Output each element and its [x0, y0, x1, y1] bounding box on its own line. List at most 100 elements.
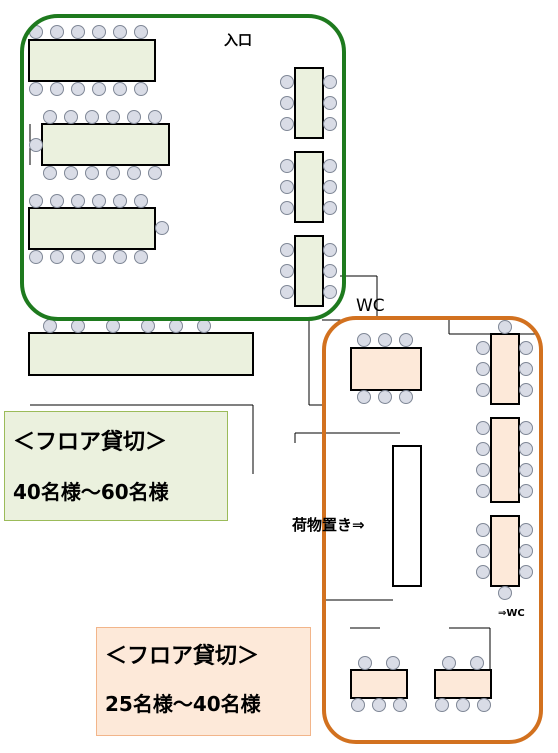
chair: [134, 250, 148, 264]
table: [41, 123, 170, 166]
chair: [476, 565, 490, 579]
table: [350, 347, 422, 391]
orange-zone-capacity: 25名様～40名様: [105, 692, 261, 716]
table: [294, 151, 324, 223]
chair: [378, 333, 392, 347]
chair: [64, 110, 78, 124]
chair: [323, 264, 337, 278]
table: [28, 207, 156, 250]
chair: [519, 362, 533, 376]
chair: [357, 390, 371, 404]
chair: [378, 390, 392, 404]
chair: [393, 698, 407, 712]
chair: [372, 698, 386, 712]
chair: [29, 250, 43, 264]
chair: [134, 25, 148, 39]
chair: [435, 698, 449, 712]
chair: [280, 285, 294, 299]
chair: [85, 166, 99, 180]
chair: [476, 544, 490, 558]
chair: [71, 82, 85, 96]
chair: [323, 96, 337, 110]
chair: [442, 656, 456, 670]
table: [350, 669, 408, 699]
green-zone-title: ＜フロア貸切＞: [13, 430, 168, 455]
chair: [399, 333, 413, 347]
chair: [92, 250, 106, 264]
chair: [71, 194, 85, 208]
chair: [134, 194, 148, 208]
chair: [50, 82, 64, 96]
chair: [519, 442, 533, 456]
chair: [148, 110, 162, 124]
chair: [106, 166, 120, 180]
chair: [358, 656, 372, 670]
chair: [50, 25, 64, 39]
chair: [323, 243, 337, 257]
chair: [280, 96, 294, 110]
chair: [323, 285, 337, 299]
chair: [498, 586, 512, 600]
entrance-label: 入口: [224, 33, 252, 49]
chair: [498, 320, 512, 334]
storage-label: 荷物置き⇒: [292, 516, 365, 534]
table: [28, 332, 254, 376]
chair: [113, 250, 127, 264]
chair: [169, 319, 183, 333]
chair: [519, 341, 533, 355]
chair: [92, 82, 106, 96]
chair: [280, 117, 294, 131]
chair: [50, 194, 64, 208]
chair: [519, 484, 533, 498]
chair: [29, 82, 43, 96]
chair: [92, 25, 106, 39]
chair: [386, 656, 400, 670]
chair: [106, 110, 120, 124]
chair: [476, 523, 490, 537]
zones: [20, 14, 543, 744]
chair: [71, 25, 85, 39]
chair: [476, 484, 490, 498]
wc-label: WC: [356, 296, 385, 316]
chair: [92, 194, 106, 208]
chair: [141, 319, 155, 333]
chair: [476, 362, 490, 376]
chair: [29, 138, 43, 152]
chair: [29, 194, 43, 208]
chair: [351, 698, 365, 712]
chair: [127, 166, 141, 180]
chair: [50, 250, 64, 264]
chair: [64, 166, 78, 180]
chair: [476, 383, 490, 397]
chair: [43, 166, 57, 180]
chair: [134, 82, 148, 96]
chair: [519, 544, 533, 558]
chair: [71, 319, 85, 333]
chair: [85, 110, 99, 124]
chair: [106, 319, 120, 333]
chair: [148, 166, 162, 180]
chair: [323, 117, 337, 131]
chair: [280, 243, 294, 257]
table: [28, 39, 156, 82]
chair: [476, 421, 490, 435]
chair: [323, 75, 337, 89]
green-zone-info-box: ＜フロア貸切＞ 40名様～60名様: [4, 411, 228, 521]
orange-zone-title: ＜フロア貸切＞: [105, 644, 260, 669]
chair: [197, 319, 211, 333]
table: [294, 235, 324, 307]
chairs: [29, 25, 533, 712]
chair: [519, 383, 533, 397]
chair: [470, 656, 484, 670]
orange-zone-outline: [322, 316, 543, 744]
chair: [519, 523, 533, 537]
chair: [519, 421, 533, 435]
chair: [280, 159, 294, 173]
orange-zone-info-box: ＜フロア貸切＞ 25名様～40名様: [96, 627, 311, 736]
chair: [357, 333, 371, 347]
chair: [71, 250, 85, 264]
table: [490, 333, 520, 405]
chair: [456, 698, 470, 712]
chair: [323, 159, 337, 173]
